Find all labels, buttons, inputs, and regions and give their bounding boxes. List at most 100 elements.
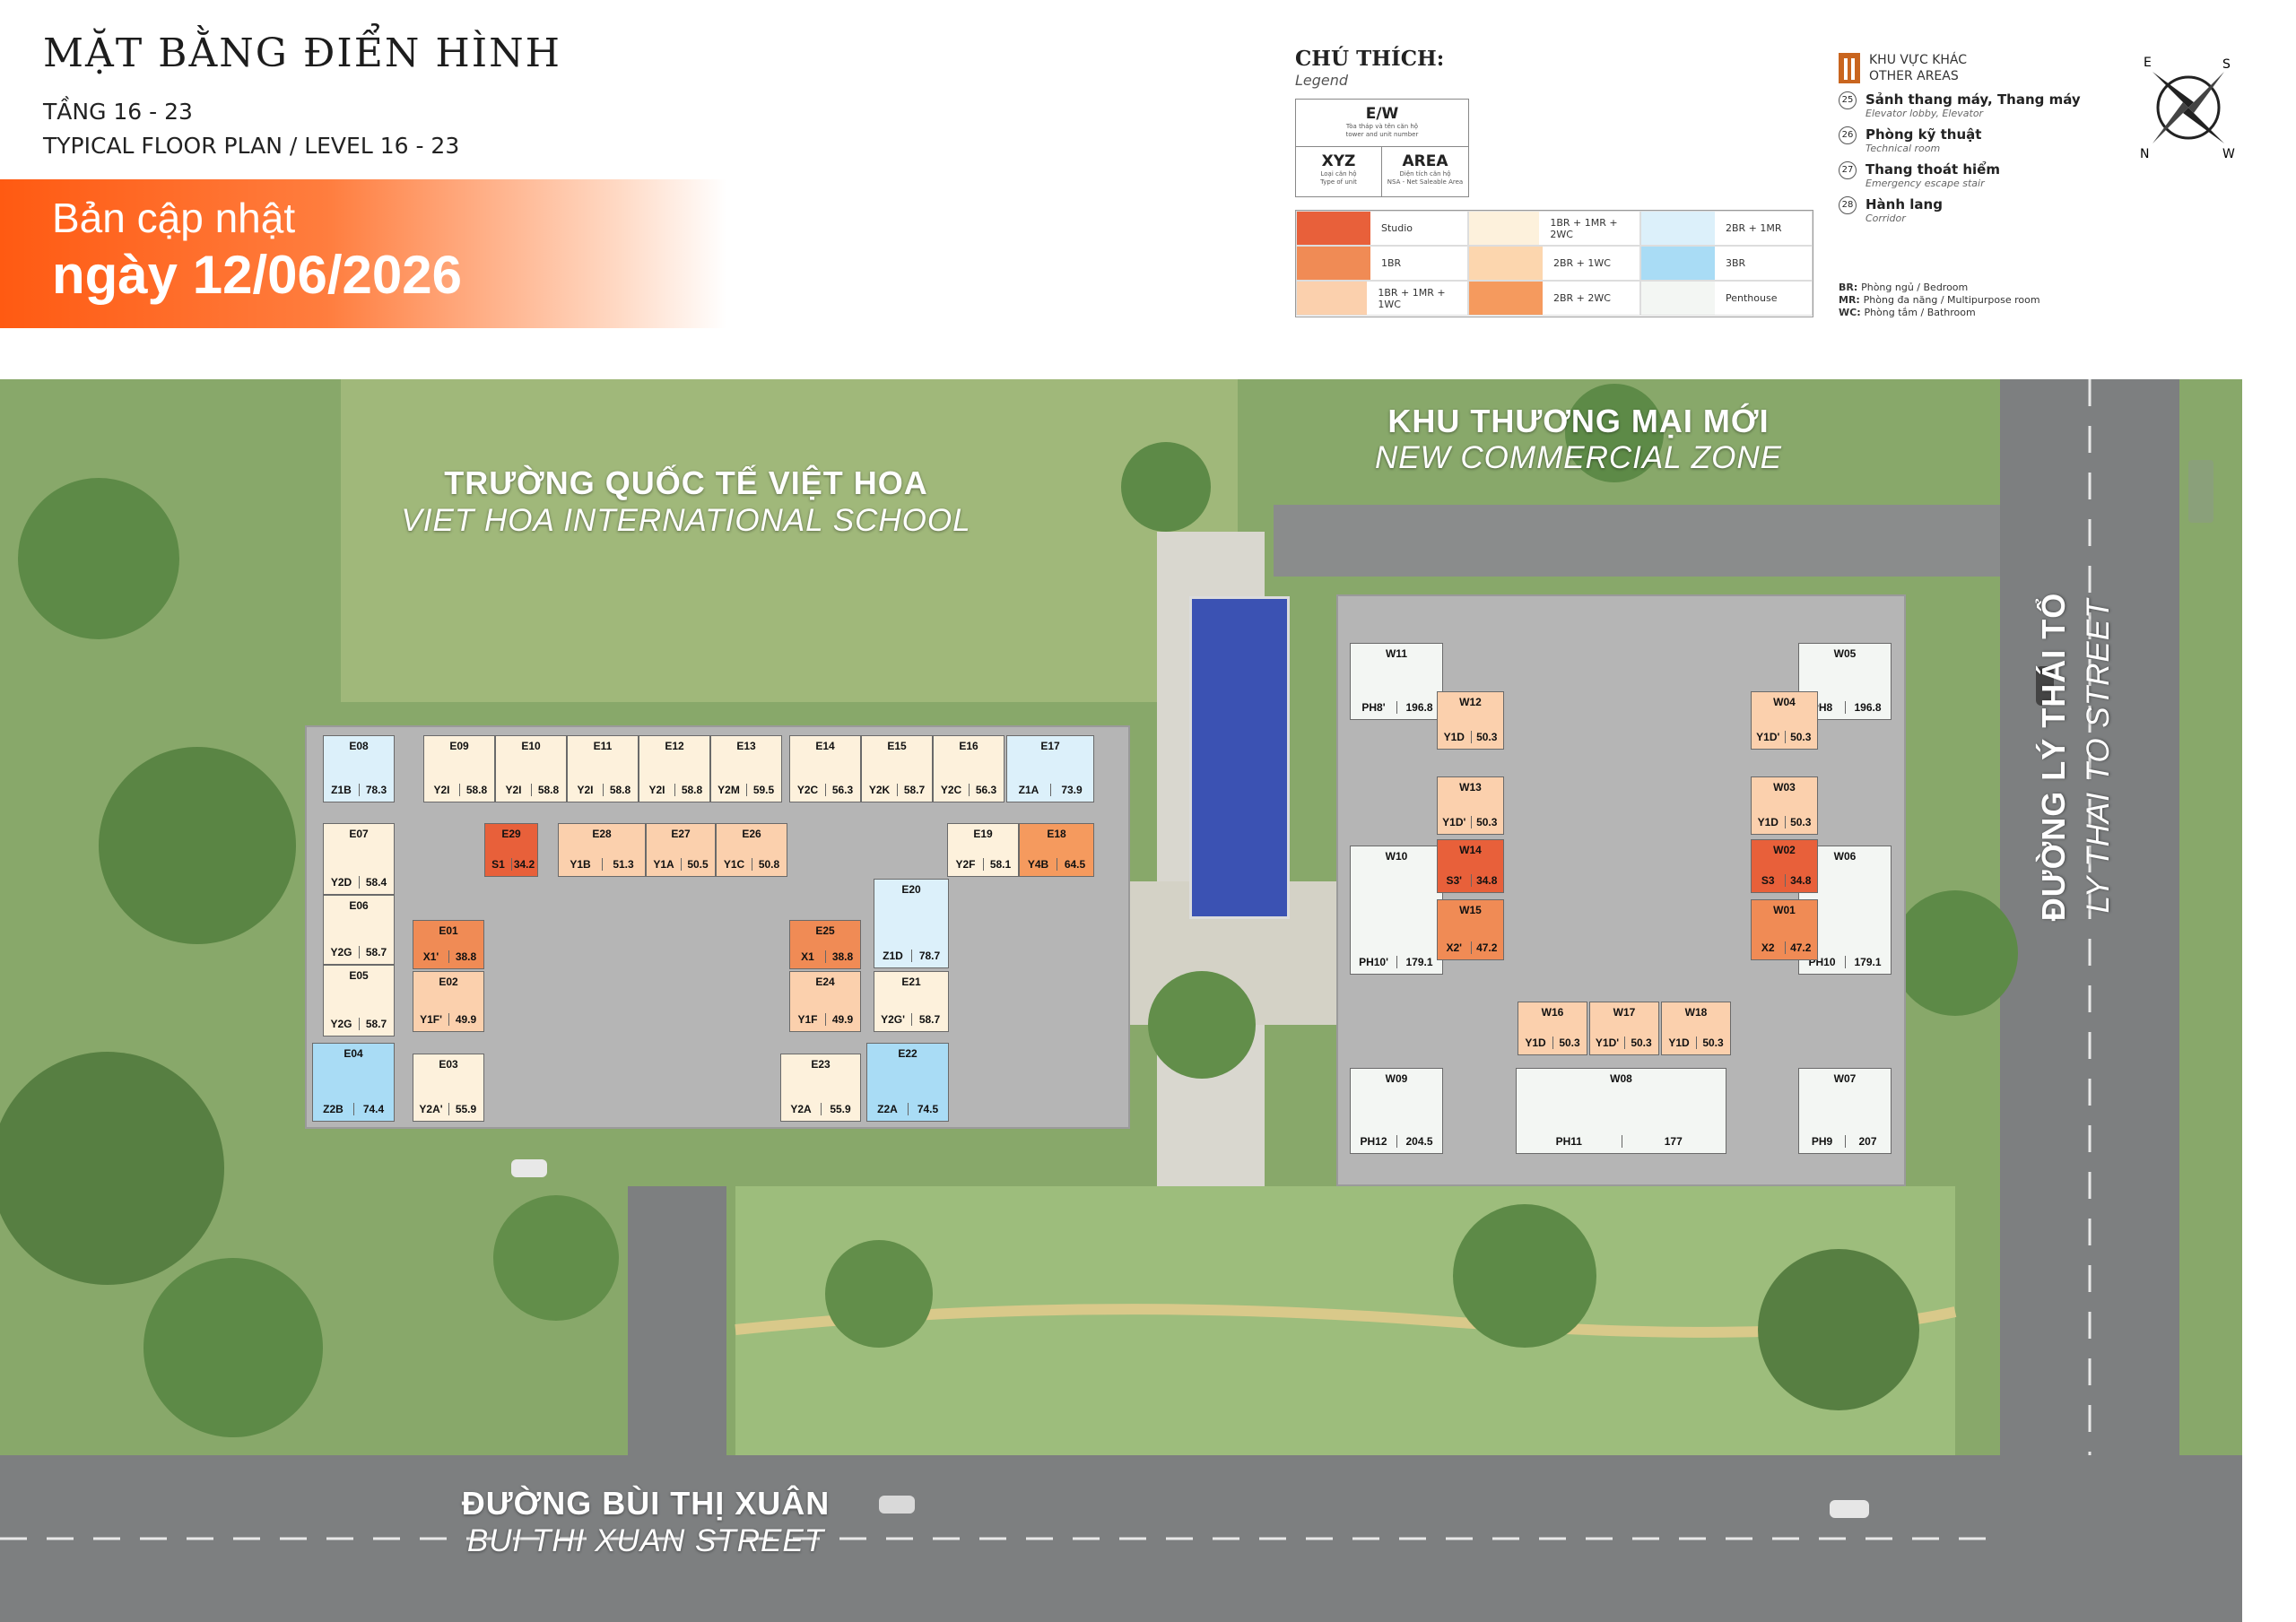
unit-area: 73.9 — [1061, 784, 1083, 796]
unit-area: 58.7 — [365, 1018, 387, 1030]
unit-code: W11 — [1385, 647, 1407, 660]
unit-area: 58.7 — [365, 946, 387, 958]
unit-type-entry: 2BR + 1WC — [1468, 246, 1640, 281]
other-area-name: Phòng kỹ thuật — [1866, 126, 1982, 143]
update-label: Bản cập nhật — [52, 195, 296, 241]
other-area-number: 26 — [1839, 126, 1857, 144]
unit-code: W13 — [1459, 781, 1482, 794]
unit-type: Y2I — [424, 784, 460, 796]
unit-type-swatch — [1641, 247, 1715, 280]
unit-code: E22 — [898, 1047, 918, 1060]
unit-code: W08 — [1610, 1072, 1632, 1085]
update-date: ngày 12/06/2026 — [52, 245, 463, 305]
unit-code: E24 — [815, 976, 835, 988]
unit-code: E08 — [349, 740, 369, 752]
unit-type: Y2A' — [413, 1103, 449, 1115]
unit-area: 177 — [1664, 1135, 1683, 1148]
unit-type: Z2A — [867, 1103, 909, 1115]
unit-area: 58.7 — [918, 1013, 941, 1026]
unit-area: 50.3 — [1476, 816, 1498, 828]
unit-area: 204.5 — [1405, 1135, 1433, 1148]
legend-key-type: XYZ Loại căn hộ Type of unit — [1296, 147, 1382, 196]
unit-type: Y1F' — [413, 1013, 449, 1026]
unit-code: W05 — [1833, 647, 1857, 660]
unit-code: E02 — [439, 976, 458, 988]
unit-type-swatch — [1297, 212, 1370, 245]
unit-area: 55.9 — [455, 1103, 477, 1115]
abbreviation-entry: BR: Phòng ngủ / Bedroom — [1839, 282, 1969, 293]
unit-type-label: 1BR + 1MR + 2WC — [1550, 216, 1618, 240]
unit-type: PH11 — [1517, 1135, 1622, 1148]
unit-type: Y1C — [717, 858, 752, 871]
unit-area: 196.8 — [1405, 701, 1433, 714]
unit-type-label: 2BR + 2WC — [1553, 292, 1611, 304]
unit-type-entry: 1BR — [1296, 246, 1468, 281]
unit-area: 47.2 — [1790, 941, 1812, 954]
unit-code: W17 — [1613, 1006, 1636, 1019]
unit-type: PH10' — [1351, 956, 1397, 968]
compass-w: W — [2222, 147, 2235, 161]
unit-type: Y1D — [1662, 1037, 1697, 1049]
unit-type: Y1D — [1518, 1037, 1553, 1049]
unit-code: W14 — [1459, 844, 1482, 856]
unit-code: W12 — [1459, 696, 1482, 708]
unit-area: 78.3 — [365, 784, 387, 796]
unit-code: E07 — [349, 828, 369, 840]
abbreviation-entry: WC: Phòng tắm / Bathroom — [1839, 307, 1976, 318]
unit-area: 50.5 — [687, 858, 709, 871]
unit-area: 56.3 — [831, 784, 854, 796]
unit-area: 50.3 — [1790, 731, 1812, 743]
unit-type: S1 — [485, 858, 512, 871]
floor-range-vi: TẦNG 16 - 23 — [43, 99, 193, 125]
other-area-number: 27 — [1839, 161, 1857, 179]
unit-code: E01 — [439, 924, 458, 937]
unit-code: E28 — [592, 828, 612, 840]
